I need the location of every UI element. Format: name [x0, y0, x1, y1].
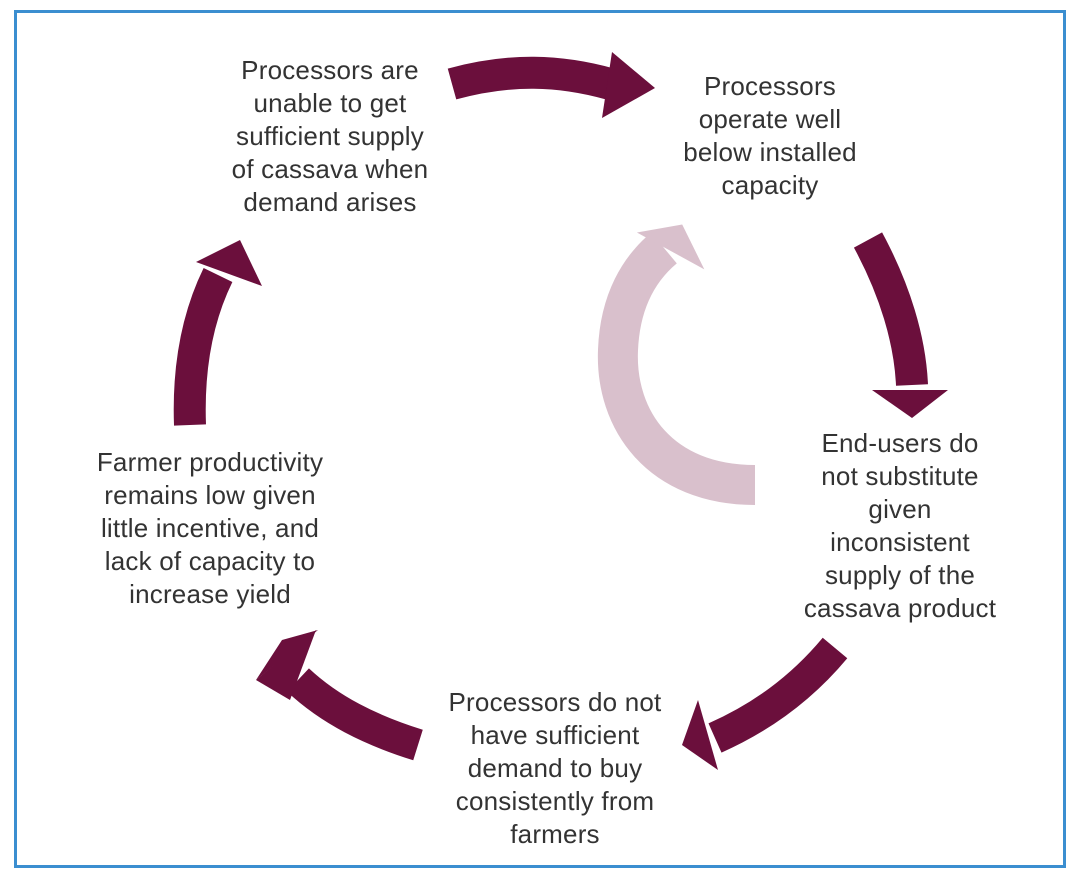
arrow-top	[447, 52, 655, 118]
inner-cycle-arrow	[597, 224, 756, 505]
arrow-right-upper	[853, 232, 948, 418]
node-low-demand: Processors do not have sufficient demand…	[448, 687, 662, 849]
node-low-capacity: Processors operate well below installed …	[683, 71, 857, 200]
node-low-productivity: Farmer productivity remains low given li…	[96, 447, 324, 609]
node-no-substitution: End-users do not substitute given incons…	[803, 428, 997, 623]
arrow-right-lower	[682, 637, 848, 770]
arrow-bottom-left	[256, 630, 423, 761]
node-supply-shortage: Processors are unable to get sufficient …	[231, 55, 429, 217]
diagram-frame	[14, 10, 1066, 868]
arrow-left	[173, 240, 262, 426]
